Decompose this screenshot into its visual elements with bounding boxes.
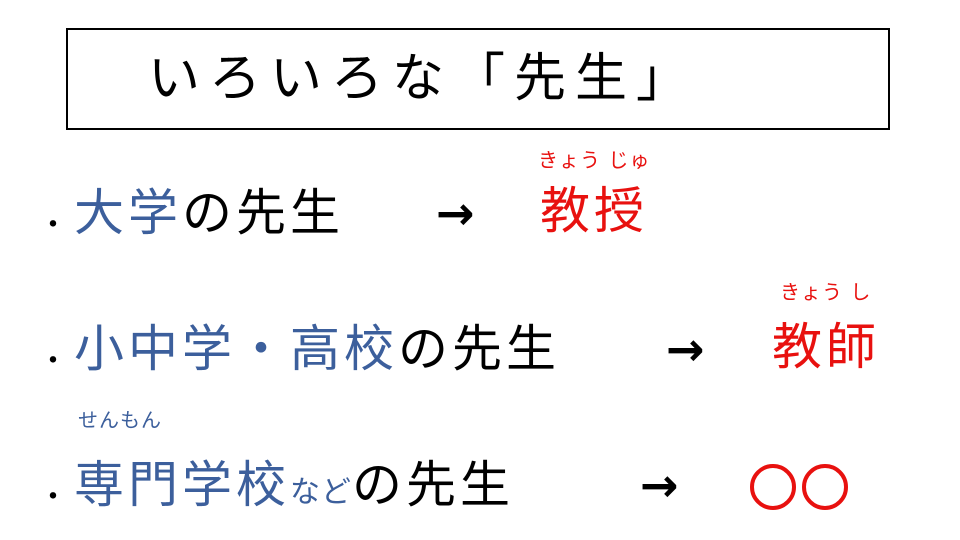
list-item-school: ・小中学・高校の先生 [38,324,560,377]
answer-term: 教師 [772,318,880,376]
answer-term: 教授 [540,182,648,240]
bullet: ・ [38,343,68,379]
subject-rest: の先生 [182,184,344,242]
answer-placeholder [750,464,848,510]
subject-highlight: 専門学校 [74,456,290,514]
arrow-icon: → [666,322,705,376]
list-item-university: ・大学の先生 [38,188,344,241]
answer-reading: きょう じゅ [538,148,651,172]
subject-rest: の先生 [398,320,560,378]
circle-icon [750,464,796,510]
subject-rest: の先生 [352,456,514,514]
subject-small: など [290,475,352,510]
page-title: いろいろな「先生」 [148,49,698,109]
arrow-icon: → [436,186,475,240]
title-box [66,28,890,130]
bullet: ・ [38,479,68,515]
subject-highlight: 小中学・高校 [74,320,398,378]
answer-reading: きょう し [780,280,872,304]
subject-reading: せんもん [78,408,162,432]
bullet: ・ [38,207,68,243]
arrow-icon: → [640,458,679,512]
list-item-vocational: ・専門学校などの先生 [38,460,514,513]
subject-highlight: 大学 [74,184,182,242]
circle-icon [802,464,848,510]
